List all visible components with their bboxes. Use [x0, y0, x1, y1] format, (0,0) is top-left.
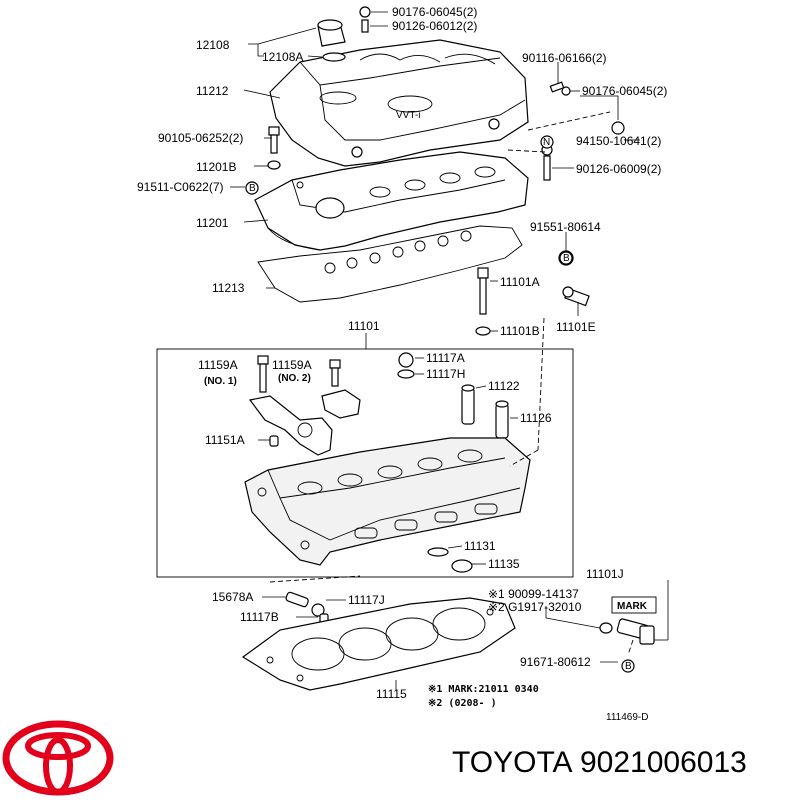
- tube-11126: [495, 400, 509, 439]
- gasket-11131: [427, 547, 449, 557]
- pipe-15678a: [285, 591, 329, 625]
- label-91671-80612: 91671-80612: [520, 655, 591, 669]
- badge-b-2: B: [559, 251, 573, 265]
- svg-text:N: N: [543, 137, 550, 148]
- label-15678a: 15678A: [212, 590, 253, 604]
- label-11159a-1-note: (NO. 1): [204, 376, 237, 387]
- oil-filler-cap-12108: [317, 19, 346, 62]
- label-11159a-2: 11159A: [272, 358, 312, 372]
- badge-b-3: B: [621, 659, 635, 673]
- label-11126: 11126: [520, 411, 552, 425]
- label-11212: 11212: [196, 84, 229, 98]
- cylinder-head-gasket-11115: [241, 597, 516, 691]
- label-94150-10641: 94150-10641(2): [576, 134, 661, 148]
- label-11131: 11131: [464, 539, 496, 553]
- badge-b-1: B: [245, 181, 259, 195]
- tube-11122: [461, 384, 475, 425]
- label-g1917-32010: ※2 G1917-32010: [488, 600, 582, 614]
- drawing-number: 111469-D: [606, 712, 648, 723]
- label-11159a-1: 11159A: [198, 358, 238, 372]
- cylinder-head-sub-assy-box: [156, 333, 574, 578]
- note-mark-1: ※1 MARK:21011 0340: [428, 684, 539, 695]
- label-11117a: 11117A: [426, 351, 465, 365]
- oil-control-valve-11101j: [599, 580, 669, 645]
- badge-n: N: [540, 135, 554, 149]
- label-90126-06012: 90126-06012(2): [392, 19, 477, 33]
- label-11117j: 11117J: [348, 593, 385, 607]
- leader-lines: [230, 11, 640, 690]
- label-90105-06252: 90105-06252(2): [158, 131, 243, 145]
- label-12108a: 12108A: [262, 50, 303, 64]
- gasket-11135: [451, 559, 473, 573]
- label-mark-box: MARK: [617, 601, 648, 612]
- long-bolt-11101a: [475, 267, 491, 336]
- grommet-90176-top: [359, 6, 371, 33]
- part-number: 9021006013: [580, 746, 747, 779]
- label-11135: 11135: [488, 557, 520, 571]
- label-11117b: 11117B: [240, 610, 279, 624]
- cylinder-head-casting: [244, 437, 531, 566]
- pin-11151a: [269, 435, 279, 447]
- label-91511-c0622: 91511-C0622(7): [137, 180, 224, 194]
- label-91551-80614: 91551-80614: [530, 220, 601, 234]
- label-11101: 11101: [348, 319, 380, 333]
- engine-cover-11212: VVT-i: [269, 39, 529, 167]
- label-11201b: 11201B: [196, 160, 236, 174]
- label-12108: 12108: [196, 38, 230, 52]
- label-90176-06045-b: 90176-06045(2): [582, 84, 667, 98]
- svg-text:B: B: [625, 661, 632, 672]
- cover-logo-text: VVT-i: [396, 110, 420, 121]
- label-90116-06166: 90116-06166(2): [522, 51, 607, 65]
- plug-11117a: [397, 352, 415, 379]
- label-11159a-2-note: (NO. 2): [278, 373, 311, 384]
- label-11117h: 11117H: [426, 367, 465, 381]
- label-11115: 11115: [376, 687, 407, 701]
- label-11101a: 11101A: [500, 275, 540, 289]
- label-11101j: 11101J: [586, 567, 624, 581]
- brand-name: TOYOTA: [452, 746, 573, 779]
- label-11101b: 11101B: [500, 324, 540, 338]
- bearing-cap-no2: [321, 359, 361, 419]
- label-90099-14137: ※1 90099-14137: [488, 587, 579, 601]
- svg-text:B: B: [563, 253, 570, 264]
- toyota-logo: [2, 720, 114, 796]
- label-11213: 11213: [212, 281, 245, 295]
- label-11151a: 11151A: [205, 433, 245, 447]
- note-mark-2: ※2 (0208- ): [428, 698, 497, 709]
- label-90176-06045-a: 90176-06045(2): [392, 5, 477, 19]
- label-11201: 11201: [196, 216, 229, 230]
- head-cover-gasket-11213: [257, 225, 523, 303]
- bearing-cap-no1: [248, 355, 333, 456]
- cylinder-head-cover-11201: [254, 151, 529, 251]
- label-90126-06009: 90126-06009(2): [576, 162, 661, 176]
- svg-text:B: B: [249, 183, 256, 194]
- label-11101e: 11101E: [556, 320, 596, 334]
- label-11122: 11122: [488, 379, 520, 393]
